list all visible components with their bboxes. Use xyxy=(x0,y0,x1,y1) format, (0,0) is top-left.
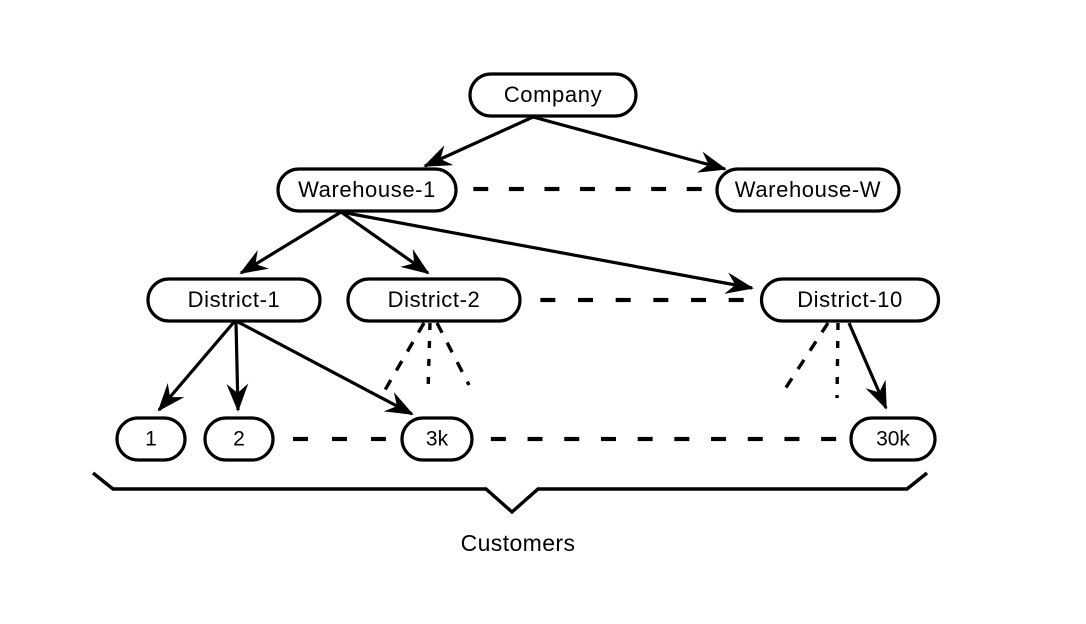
edge-district-1-to-customer-1 xyxy=(157,320,236,412)
node-label-customer-1: 1 xyxy=(145,428,157,451)
edge-warehouse-1-to-district-2 xyxy=(340,210,430,275)
node-shape-district-2 xyxy=(346,277,522,323)
node-label-district-2: District-2 xyxy=(388,287,481,312)
node-label-district-1: District-1 xyxy=(188,287,281,312)
node-shape-district-1 xyxy=(146,277,322,323)
edge-district-2-dashed-right xyxy=(435,322,471,386)
edge-group-district-10 xyxy=(783,322,888,410)
node-customer-30k[interactable]: 30k xyxy=(849,416,937,462)
edge-warehouse-1-to-district-10 xyxy=(340,210,754,294)
edge-district-10-to-customer-30k xyxy=(847,322,888,410)
node-shape-customer-1 xyxy=(115,416,187,462)
level-company-level: Company xyxy=(468,72,638,118)
edge-company-to-warehouse-1 xyxy=(423,115,534,168)
node-shape-warehouse-1 xyxy=(276,167,458,213)
edge-district-10-dotted-middle xyxy=(835,322,840,399)
node-label-customer-2: 2 xyxy=(233,428,245,451)
node-company[interactable]: Company xyxy=(468,72,638,118)
edge-group-district-1 xyxy=(157,320,414,416)
brace-path xyxy=(91,471,929,515)
node-district-10[interactable]: District-10 xyxy=(759,277,941,323)
node-district-1[interactable]: District-1 xyxy=(146,277,322,323)
edge-district-2-dotted-middle xyxy=(426,322,432,393)
customers-brace xyxy=(91,471,929,515)
node-warehouse-w[interactable]: Warehouse-W xyxy=(715,167,901,213)
level-customer-level: 1 2 3k 30k xyxy=(115,416,937,462)
node-district-2[interactable]: District-2 xyxy=(346,277,522,323)
node-warehouse-1[interactable]: Warehouse-1 xyxy=(276,167,458,213)
node-label-district-10: District-10 xyxy=(797,287,903,312)
edge-company-to-warehouse-w xyxy=(532,115,727,173)
node-label-customer-30k: 30k xyxy=(876,428,910,451)
node-label-company: Company xyxy=(504,82,602,107)
edge-district-1-to-customer-2 xyxy=(226,321,249,412)
level-warehouse-level: Warehouse-1 Warehouse-W xyxy=(276,167,901,213)
node-label-warehouse-w: Warehouse-W xyxy=(735,177,881,202)
node-label-warehouse-1: Warehouse-1 xyxy=(298,177,436,202)
node-shape-company xyxy=(468,72,638,118)
edge-warehouse-1-to-district-1 xyxy=(239,210,342,275)
node-customer-1[interactable]: 1 xyxy=(115,416,187,462)
ellipsis-dash-layer xyxy=(293,186,837,442)
edge-group-company xyxy=(423,115,727,173)
edge-group-district-2 xyxy=(383,322,471,393)
edge-district-10-dashed-left xyxy=(783,322,830,390)
node-shape-customer-3k xyxy=(400,416,474,462)
node-shape-warehouse-w xyxy=(715,167,901,213)
node-shape-district-10 xyxy=(759,277,941,323)
node-customer-3k[interactable]: 3k xyxy=(400,416,474,462)
edge-district-1-to-customer-3k xyxy=(237,320,414,416)
level-district-level: District-1 District-2 District-10 xyxy=(146,277,941,323)
edge-district-2-dashed-left xyxy=(383,322,426,391)
node-shape-customer-2 xyxy=(203,416,275,462)
node-shape-customer-30k xyxy=(849,416,937,462)
node-label-customer-3k: 3k xyxy=(426,428,449,451)
edge-group-warehouse-1 xyxy=(239,210,754,294)
node-customer-2[interactable]: 2 xyxy=(203,416,275,462)
customers-caption-label: Customers xyxy=(461,530,576,556)
